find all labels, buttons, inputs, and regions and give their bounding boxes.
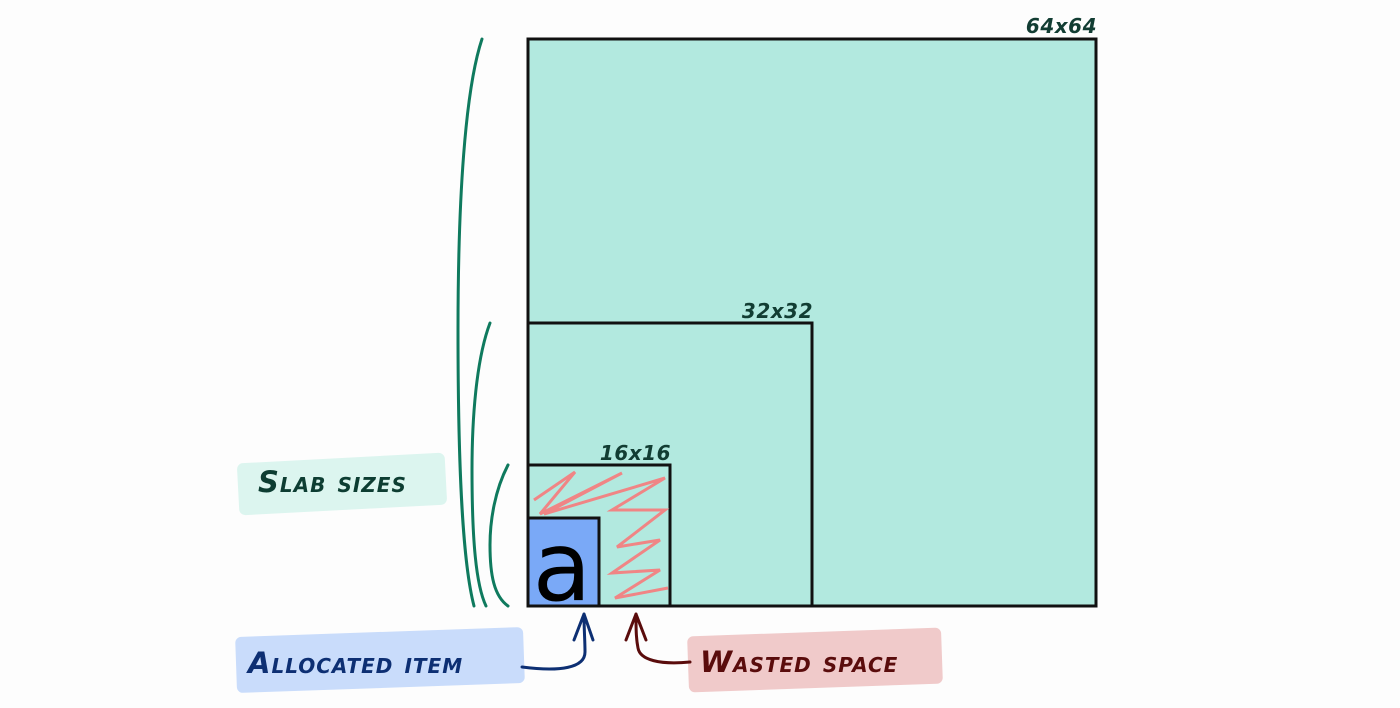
- wasted-space-zigzag: [533, 470, 670, 600]
- slab-brace-64: [456, 37, 484, 608]
- slab-brace-16: [488, 463, 510, 608]
- slab-sizes-label: Slab sizes: [258, 465, 407, 499]
- slab-size-label-64x64: 64x64: [1026, 14, 1097, 38]
- allocated-item-label: Allocated item: [246, 646, 463, 680]
- slab-sizes-callout: Slab sizes: [237, 452, 447, 516]
- allocated-item-arrow: [520, 612, 595, 671]
- allocated-item-highlight: [235, 627, 525, 693]
- allocated-item-callout: Allocated item: [235, 612, 595, 693]
- slab-brace-32: [470, 321, 492, 608]
- slab-sizes-highlight: [237, 452, 447, 516]
- wasted-space-callout: Wasted space: [624, 612, 943, 693]
- wasted-space-label: Wasted space: [700, 645, 898, 679]
- slab-size-label-16x16: 16x16: [600, 441, 671, 465]
- wasted-space-highlight: [687, 627, 943, 693]
- allocated-item-box: [526, 516, 601, 608]
- allocated-item-glyph: a: [533, 511, 592, 623]
- wasted-space-arrow: [624, 612, 692, 665]
- slab-size-label-32x32: 32x32: [742, 299, 813, 323]
